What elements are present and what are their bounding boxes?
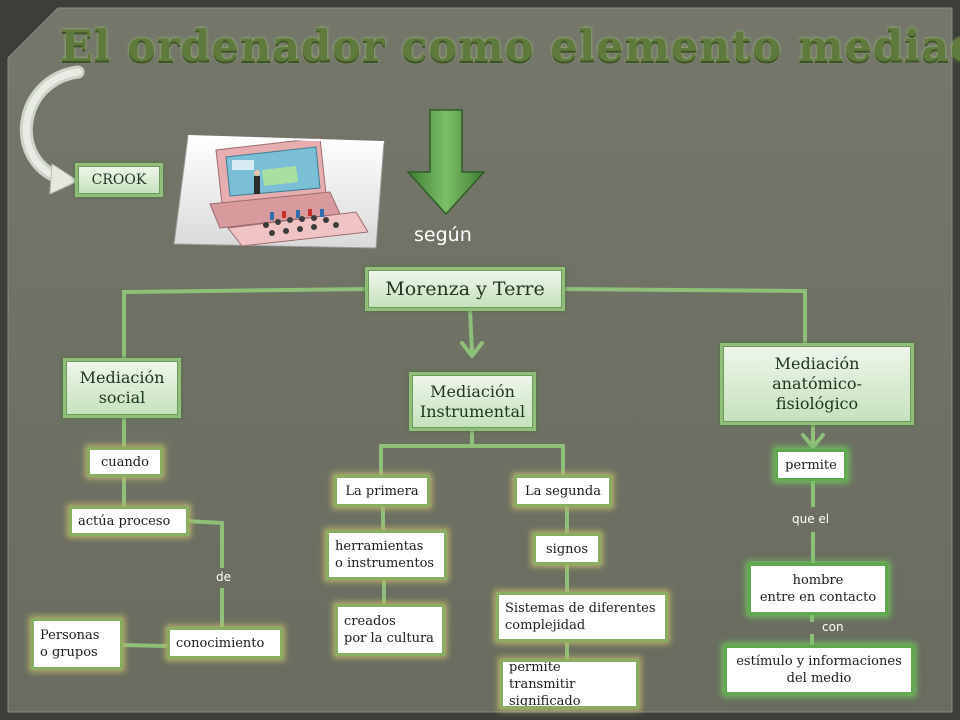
estimulo-box: estímulo y informaciones del medio (727, 648, 911, 692)
arrowhead-instrumental-icon (460, 341, 484, 358)
root-label: Morenza y Terre (385, 278, 545, 300)
conocimiento-box: conocimiento (170, 630, 280, 656)
mediacion-anatomico-label: Mediación anatómico- fisiológico (772, 354, 862, 413)
personas-grupos-label: Personas o grupos (40, 628, 100, 660)
herramientas-box: herramientas o instrumentos (329, 533, 444, 577)
segun-label: según (414, 224, 472, 246)
slide-title: El ordenador como elemento mediador (60, 22, 960, 72)
curved-arrow-icon (19, 65, 85, 195)
la-primera-label: La primera (345, 483, 419, 499)
root-box: Morenza y Terre (368, 270, 562, 308)
down-arrow-icon (406, 109, 486, 216)
cuando-box: cuando (90, 450, 160, 474)
la-segunda-label: La segunda (524, 483, 602, 499)
que-el-label: que el (792, 512, 830, 526)
con-label: con (822, 620, 844, 634)
mediacion-social-box: Mediación social (66, 361, 178, 415)
personas-grupos-box: Personas o grupos (34, 621, 120, 667)
mediacion-anatomico-box: Mediación anatómico- fisiológico (723, 346, 911, 422)
computer-illustration-icon (173, 135, 385, 249)
mediacion-instrumental-label: Mediación Instrumental (419, 381, 526, 421)
creados-cultura-box: creados por la cultura (338, 607, 442, 653)
herramientas-label: herramientas o instrumentos (335, 539, 435, 571)
actua-proceso-label: actúa proceso (78, 513, 171, 529)
sistemas-box: Sistemas de diferentes complejidad (499, 595, 665, 639)
la-primera-box: La primera (337, 478, 427, 504)
permite-transmitir-box: permite transmitir significado (503, 662, 636, 706)
estimulo-label: estímulo y informaciones del medio (736, 654, 902, 686)
mediacion-social-label: Mediación social (79, 368, 165, 407)
permite-label: permite (785, 457, 837, 473)
la-segunda-box: La segunda (517, 478, 609, 504)
hombre-box: hombre entre en contacto (751, 566, 885, 612)
conocimiento-label: conocimiento (176, 635, 265, 651)
creados-cultura-label: creados por la cultura (344, 614, 434, 646)
mediacion-instrumental-box: Mediación Instrumental (412, 375, 533, 428)
actua-proceso-box: actúa proceso (72, 509, 186, 533)
permite-transmitir-label: permite transmitir significado (509, 662, 581, 706)
crook-box: CROOK (78, 166, 160, 194)
cuando-label: cuando (101, 454, 149, 470)
hombre-label: hombre entre en contacto (759, 573, 877, 605)
permite-box: permite (778, 452, 844, 478)
signos-box: signos (536, 536, 598, 562)
sistemas-label: Sistemas de diferentes complejidad (505, 601, 656, 633)
de-label: de (216, 570, 231, 584)
signos-label: signos (545, 541, 589, 557)
